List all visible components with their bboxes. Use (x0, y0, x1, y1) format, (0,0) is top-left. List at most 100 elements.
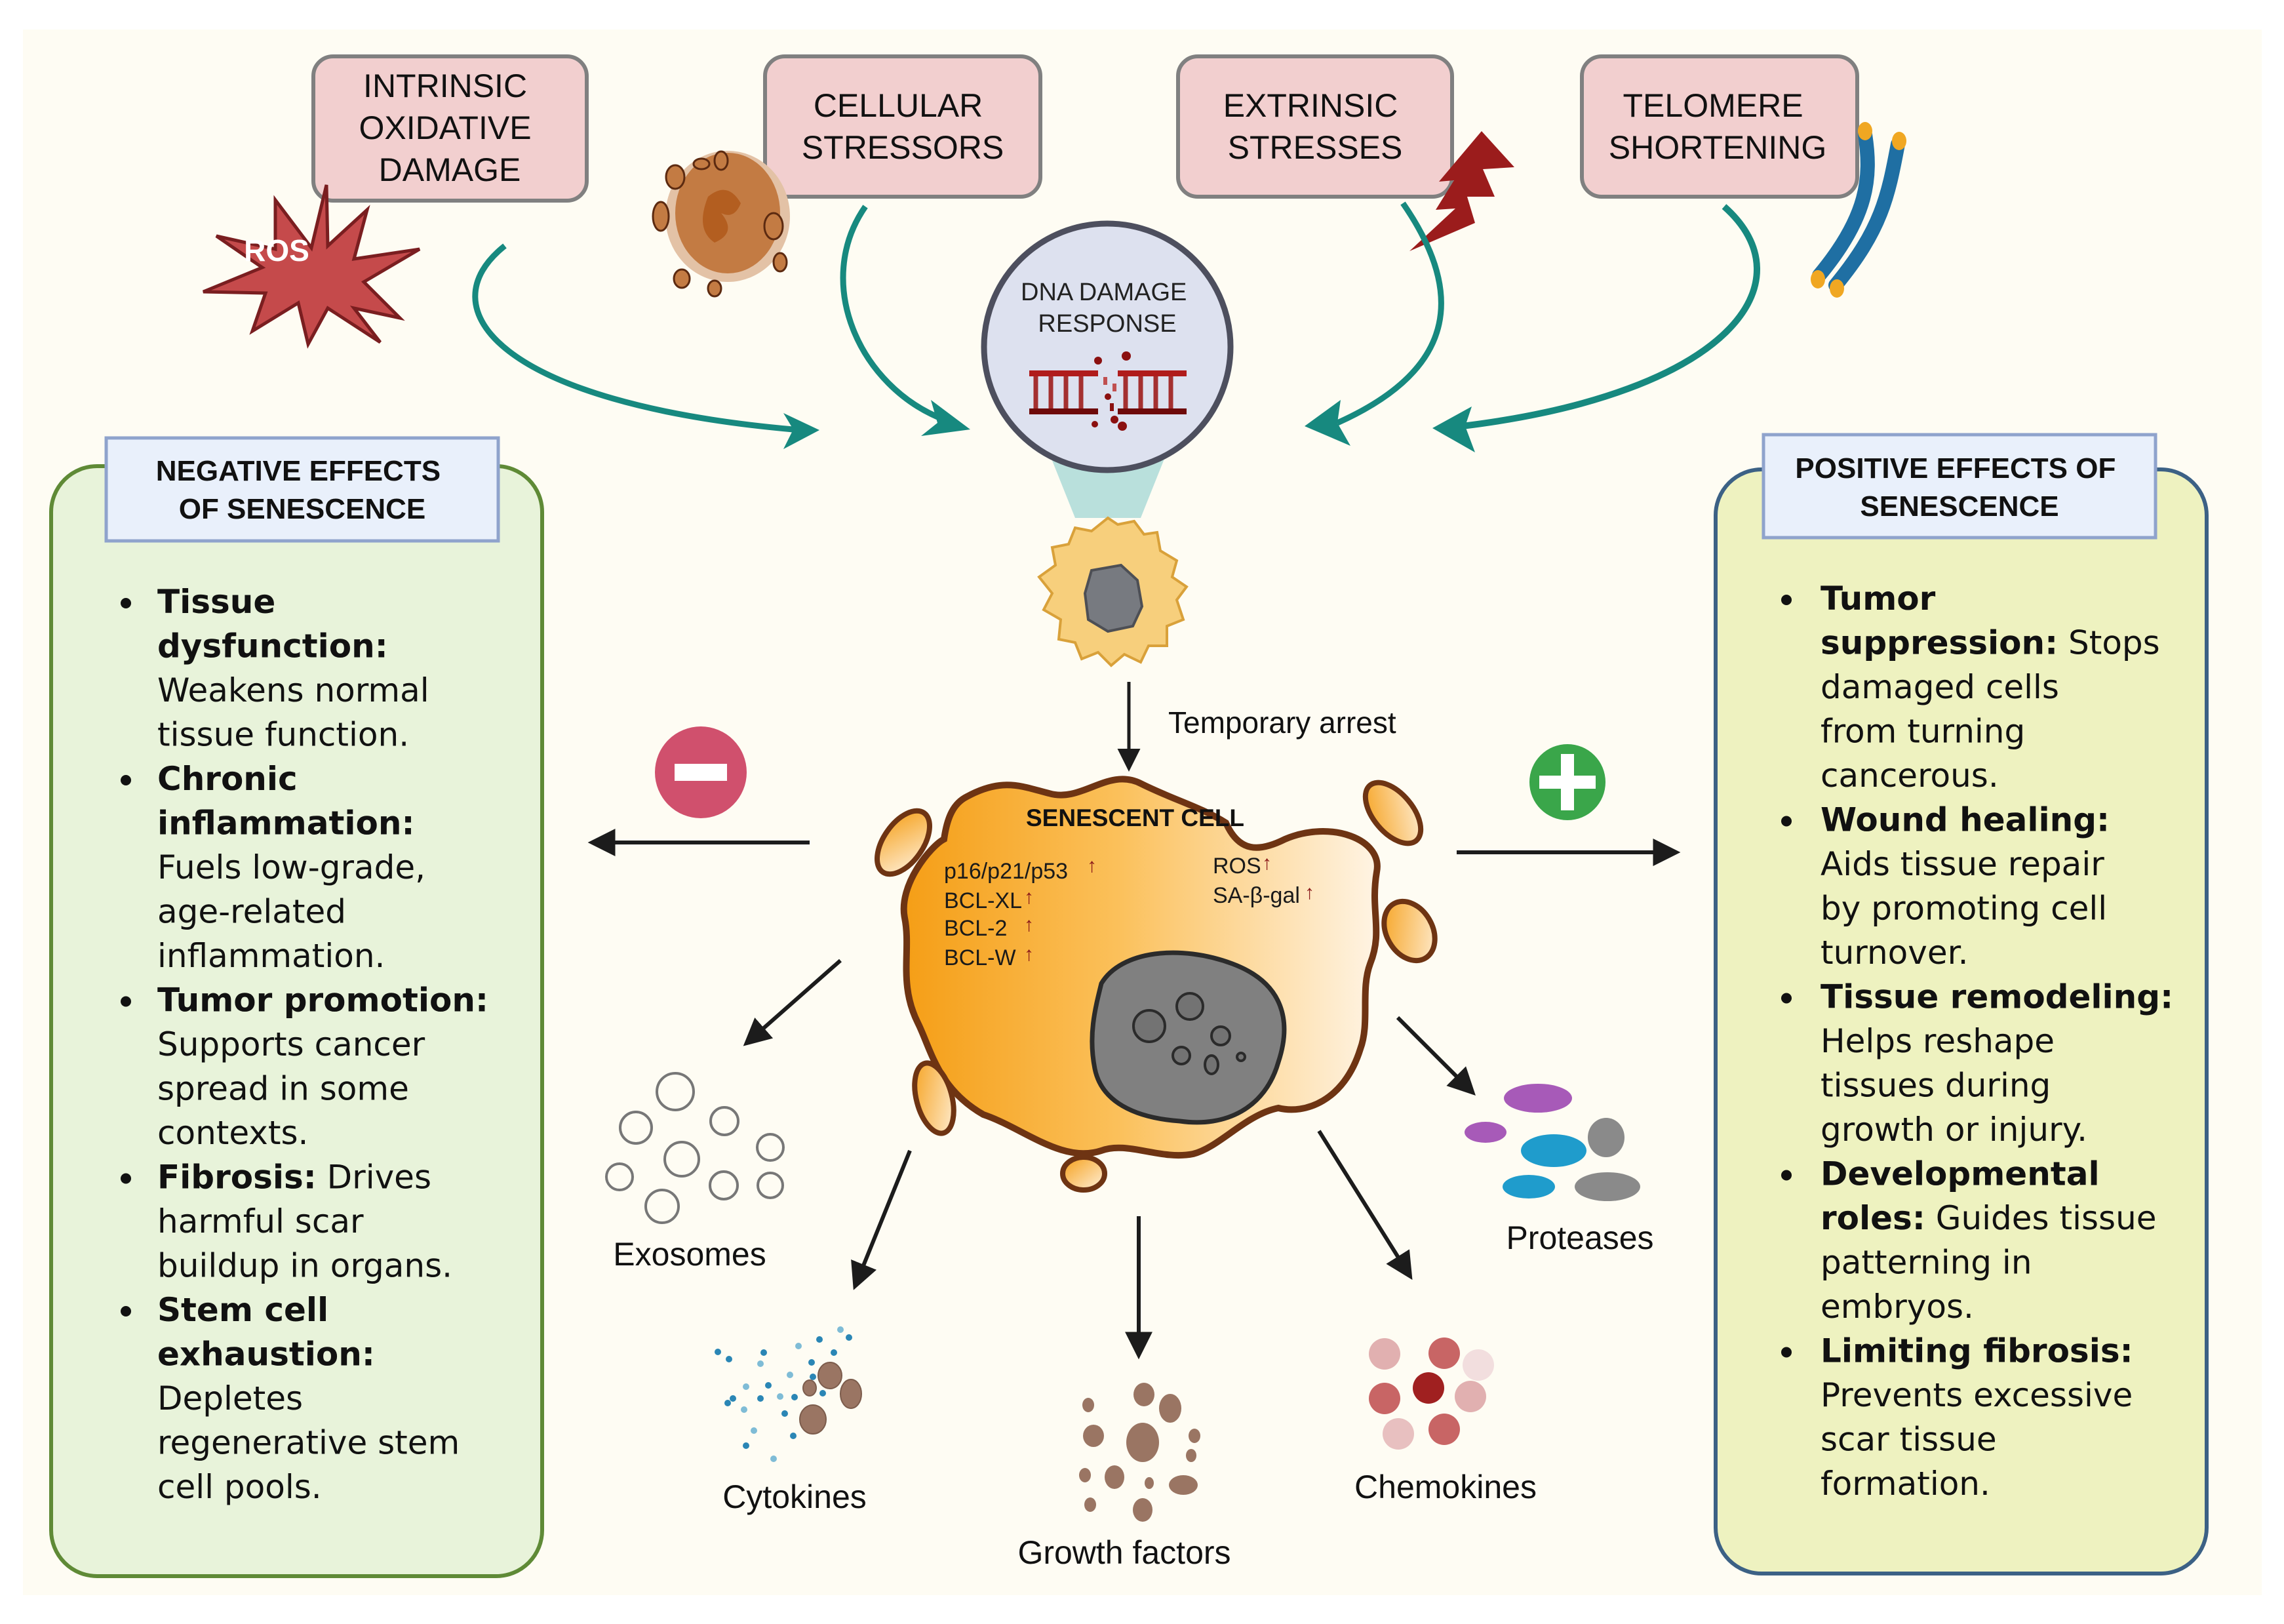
negative-panel-header (104, 436, 500, 543)
effect-item-heading: Fibrosis: (157, 1159, 317, 1197)
effect-item-line: Aids tissue repair (1821, 845, 2104, 883)
cytokine-particle (837, 1326, 844, 1333)
stressor-box-extrinsic: EXTRINSIC STRESSES (1176, 54, 1454, 199)
secretion-label-growth-factors: Growth factors (1017, 1534, 1231, 1571)
cytokine-particle (730, 1395, 736, 1402)
cytokine-particle (726, 1356, 732, 1362)
effect-item-line: suppression: Stops (1821, 624, 2160, 662)
positive-panel-header (1762, 433, 2157, 540)
secretion-arrows (743, 959, 1476, 1360)
cytokine-particle (787, 1372, 793, 1378)
effect-item-line: Depletes (157, 1379, 303, 1417)
exosomes-icon (605, 1072, 785, 1224)
cytokine-particle (791, 1394, 798, 1400)
bullet-icon (1781, 1170, 1792, 1181)
secretion-label-proteases: Proteases (1506, 1219, 1653, 1256)
stressed-cell-icon (652, 150, 790, 298)
effect-item-heading: inflammation: (157, 804, 414, 842)
effect-item-line: inflammation. (157, 937, 385, 975)
arrow-to-exosomes (743, 959, 842, 1046)
increase-arrow-icon: ↑ (1087, 855, 1097, 877)
effect-item-heading: Limiting fibrosis: (1821, 1332, 2133, 1370)
effect-item-text: Drives (317, 1159, 431, 1197)
cytokine-particle (795, 1343, 802, 1349)
effect-item-text: formation. (1821, 1465, 1990, 1503)
secretion-label-chemokines: Chemokines (1354, 1469, 1537, 1505)
arrow-to-cytokines (851, 1149, 912, 1290)
effect-item-line: regenerative stem (157, 1424, 460, 1462)
ros-label: ROS (244, 233, 309, 267)
effect-item-text: Prevents excessive (1821, 1376, 2133, 1414)
dna-damage-label-line: DNA DAMAGE (1021, 279, 1187, 306)
secretion-label-exosomes: Exosomes (613, 1236, 766, 1273)
marker-label: SA-β-gal (1213, 883, 1300, 908)
cytokine-particle (819, 1390, 826, 1396)
cytokine-particle (770, 1456, 777, 1462)
growth-factor-particle (1084, 1497, 1096, 1512)
dna-damage-label-line: RESPONSE (1038, 310, 1176, 338)
effect-item-line: Chronic (157, 760, 298, 798)
effect-item-line: embryos. (1821, 1288, 1974, 1326)
cytokine-particle (781, 1410, 788, 1417)
increase-arrow-icon: ↑ (1305, 882, 1314, 903)
cytokine-particle (790, 1433, 797, 1439)
effect-item-heading: Tumor promotion: (157, 981, 488, 1020)
nucleus (1090, 950, 1287, 1125)
lightning-bolt-icon (1409, 131, 1514, 251)
effect-item-line: Tumor promotion: (157, 981, 488, 1020)
bullet-icon (1781, 993, 1792, 1004)
effect-item-text: embryos. (1821, 1288, 1974, 1326)
panel-title-line: OF SENESCENCE (179, 493, 426, 525)
nucleoli (1132, 992, 1246, 1075)
effect-item-text: Aids tissue repair (1821, 845, 2104, 883)
effect-item-text: by promoting cell (1821, 890, 2107, 928)
cytokine-particle (724, 1400, 731, 1406)
bullet-icon (121, 598, 131, 608)
effect-item-text: inflammation. (157, 937, 385, 975)
stressor-box-cellular: CELLULAR STRESSORS (763, 54, 1042, 199)
cytokine-particle (757, 1360, 764, 1367)
arrow-telomere-to-dna (1461, 204, 1760, 429)
membrane-bleb (1060, 1155, 1107, 1193)
effect-item-text: cancerous. (1821, 757, 1999, 795)
effect-item-line: turnover. (1821, 934, 1968, 972)
effect-item-text: Supports cancer (157, 1025, 425, 1063)
increase-arrow-icon: ↑ (1024, 914, 1034, 936)
positive-effects-panel: POSITIVE EFFECTS OF SENESCENCE Tumorsupp… (1714, 433, 2209, 1575)
arrow-head (783, 413, 819, 449)
arrow-intrinsic-to-dna (472, 243, 794, 433)
bullet-icon (121, 775, 131, 785)
svg-text:POSITIVE EFFECTS OF SENE: POSITIVE EFFECTS OF SENESCENCE (1795, 452, 2123, 523)
effect-item-line: exhaustion: (157, 1336, 375, 1374)
cytokine-particle (751, 1427, 757, 1434)
marker-label: BCL-XL (944, 888, 1022, 913)
bullet-icon (1781, 816, 1792, 827)
effect-item-line: Tissue (157, 583, 275, 621)
effect-item-line: from turning (1821, 713, 2025, 751)
effect-item-text: scar tissue (1821, 1421, 1997, 1459)
svg-text:EXTRINSIC STRESSES: EXTRINSIC STRESSES (1223, 87, 1408, 166)
growth-factor-particles (1079, 1383, 1200, 1522)
proteases-icon (1465, 1084, 1640, 1201)
growth-factor-particle (1105, 1465, 1124, 1489)
effect-item-heading: dysfunction: (157, 627, 388, 665)
effect-item-line: Fuels low-grade, (157, 848, 425, 886)
effect-item-text: patterning in (1821, 1244, 2032, 1282)
growth-factor-particle (1133, 1498, 1152, 1522)
effect-item-line: tissues during (1821, 1067, 2051, 1105)
cytokine-particle (765, 1382, 772, 1389)
panel-title-line: NEGATIVE EFFECTS (156, 455, 441, 487)
effect-item-line: patterning in (1821, 1244, 2032, 1282)
effect-item-text: Weakens normal (157, 671, 429, 709)
effect-item-line: Helps reshape (1821, 1022, 2055, 1060)
effect-item-text: from turning (1821, 713, 2025, 751)
marker-label: p16/p21/p53 (944, 859, 1068, 884)
effect-item-line: dysfunction: (157, 627, 388, 665)
effect-item-text: Stops (2058, 624, 2160, 662)
membrane-bleb (875, 808, 932, 877)
stressor-label-line: SHORTENING (1609, 129, 1826, 166)
effect-item-line: scar tissue (1821, 1421, 1997, 1459)
panel-title-line: POSITIVE EFFECTS OF (1795, 452, 2116, 485)
